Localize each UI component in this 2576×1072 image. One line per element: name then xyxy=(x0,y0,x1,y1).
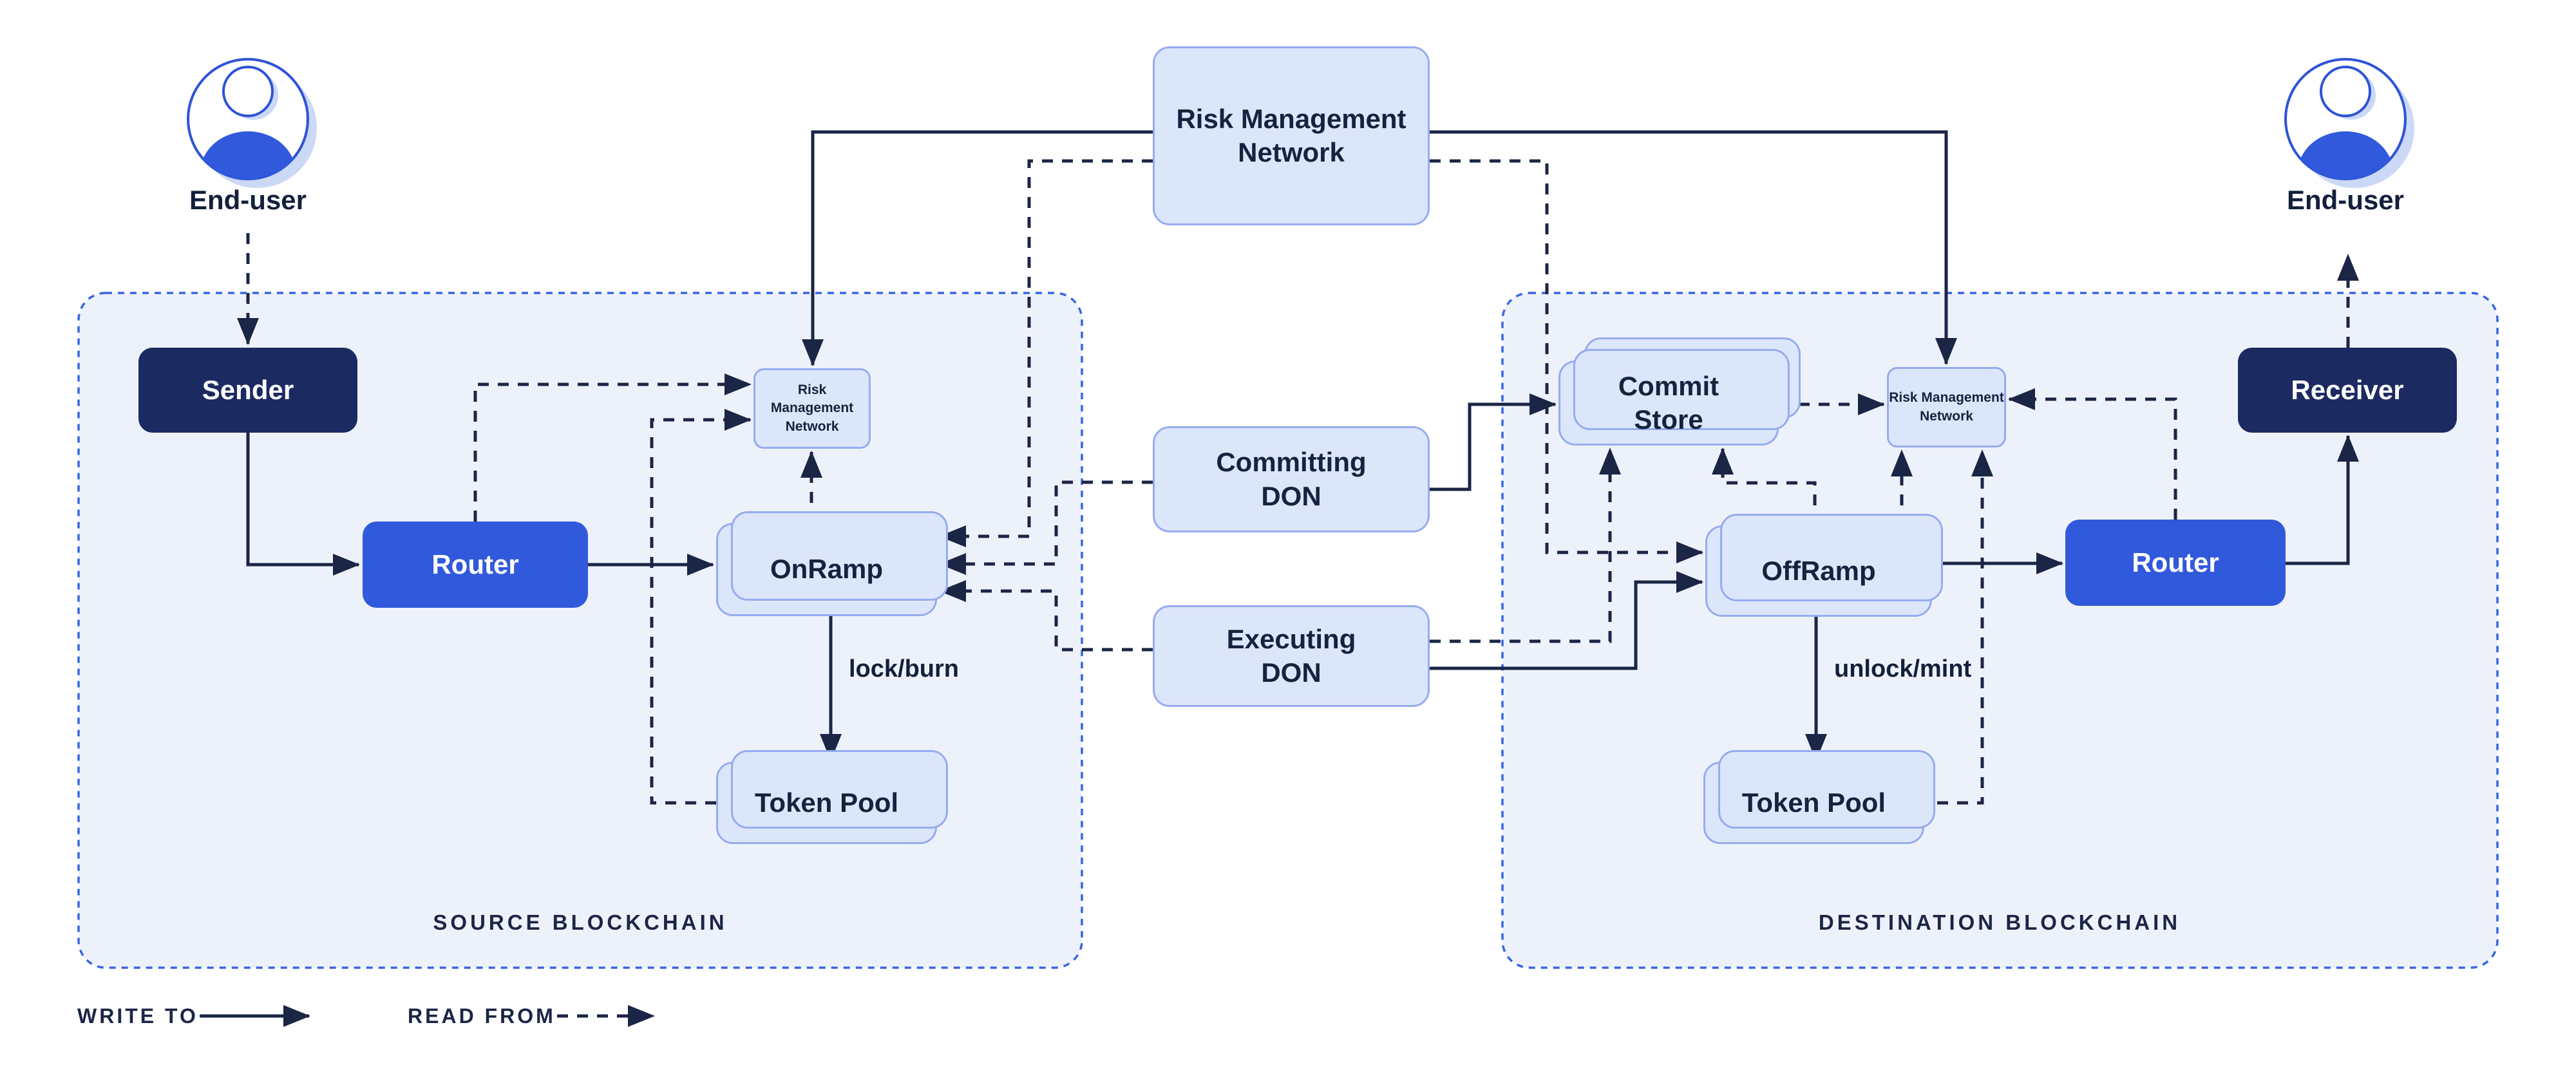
node-offramp: OffRamp xyxy=(1705,525,1932,617)
legend-write-to-label: WRITE TO xyxy=(77,1004,198,1028)
unlock-mint-label: unlock/mint xyxy=(1834,655,1972,682)
end-user-right-label: End-user xyxy=(2286,185,2405,215)
end-user-right-icon xyxy=(2284,58,2414,188)
lock-burn-label: lock/burn xyxy=(849,655,960,682)
node-token-pool-dest: Token Pool xyxy=(1703,762,1924,844)
node-rmn-dest: Risk Management Network xyxy=(1887,367,2006,447)
node-executing-don: Executing DON xyxy=(1153,605,1430,707)
source-blockchain-caption: SOURCE BLOCKCHAIN xyxy=(433,910,728,934)
node-router-dest: Router xyxy=(2065,520,2286,606)
node-committing-don: Committing DON xyxy=(1153,426,1430,532)
node-router-source: Router xyxy=(363,522,588,608)
destination-blockchain-caption: DESTINATION BLOCKCHAIN xyxy=(1818,910,2181,934)
node-token-pool-source: Token Pool xyxy=(716,762,937,844)
node-sender: Sender xyxy=(138,348,357,433)
node-rmn-source: Risk Management Network xyxy=(753,368,871,449)
node-commit-store: Commit Store xyxy=(1558,361,1779,446)
avatar-head xyxy=(222,66,274,117)
end-user-left-icon xyxy=(187,58,317,188)
avatar-head xyxy=(2320,66,2371,117)
node-onramp: OnRamp xyxy=(716,523,937,616)
end-user-left-label: End-user xyxy=(189,185,307,215)
node-risk-management-network-top: Risk Management Network xyxy=(1153,46,1430,225)
avatar-body xyxy=(200,131,296,179)
avatar-body xyxy=(2298,131,2393,179)
node-receiver: Receiver xyxy=(2238,348,2457,433)
legend-read-from-label: READ FROM xyxy=(408,1004,556,1028)
